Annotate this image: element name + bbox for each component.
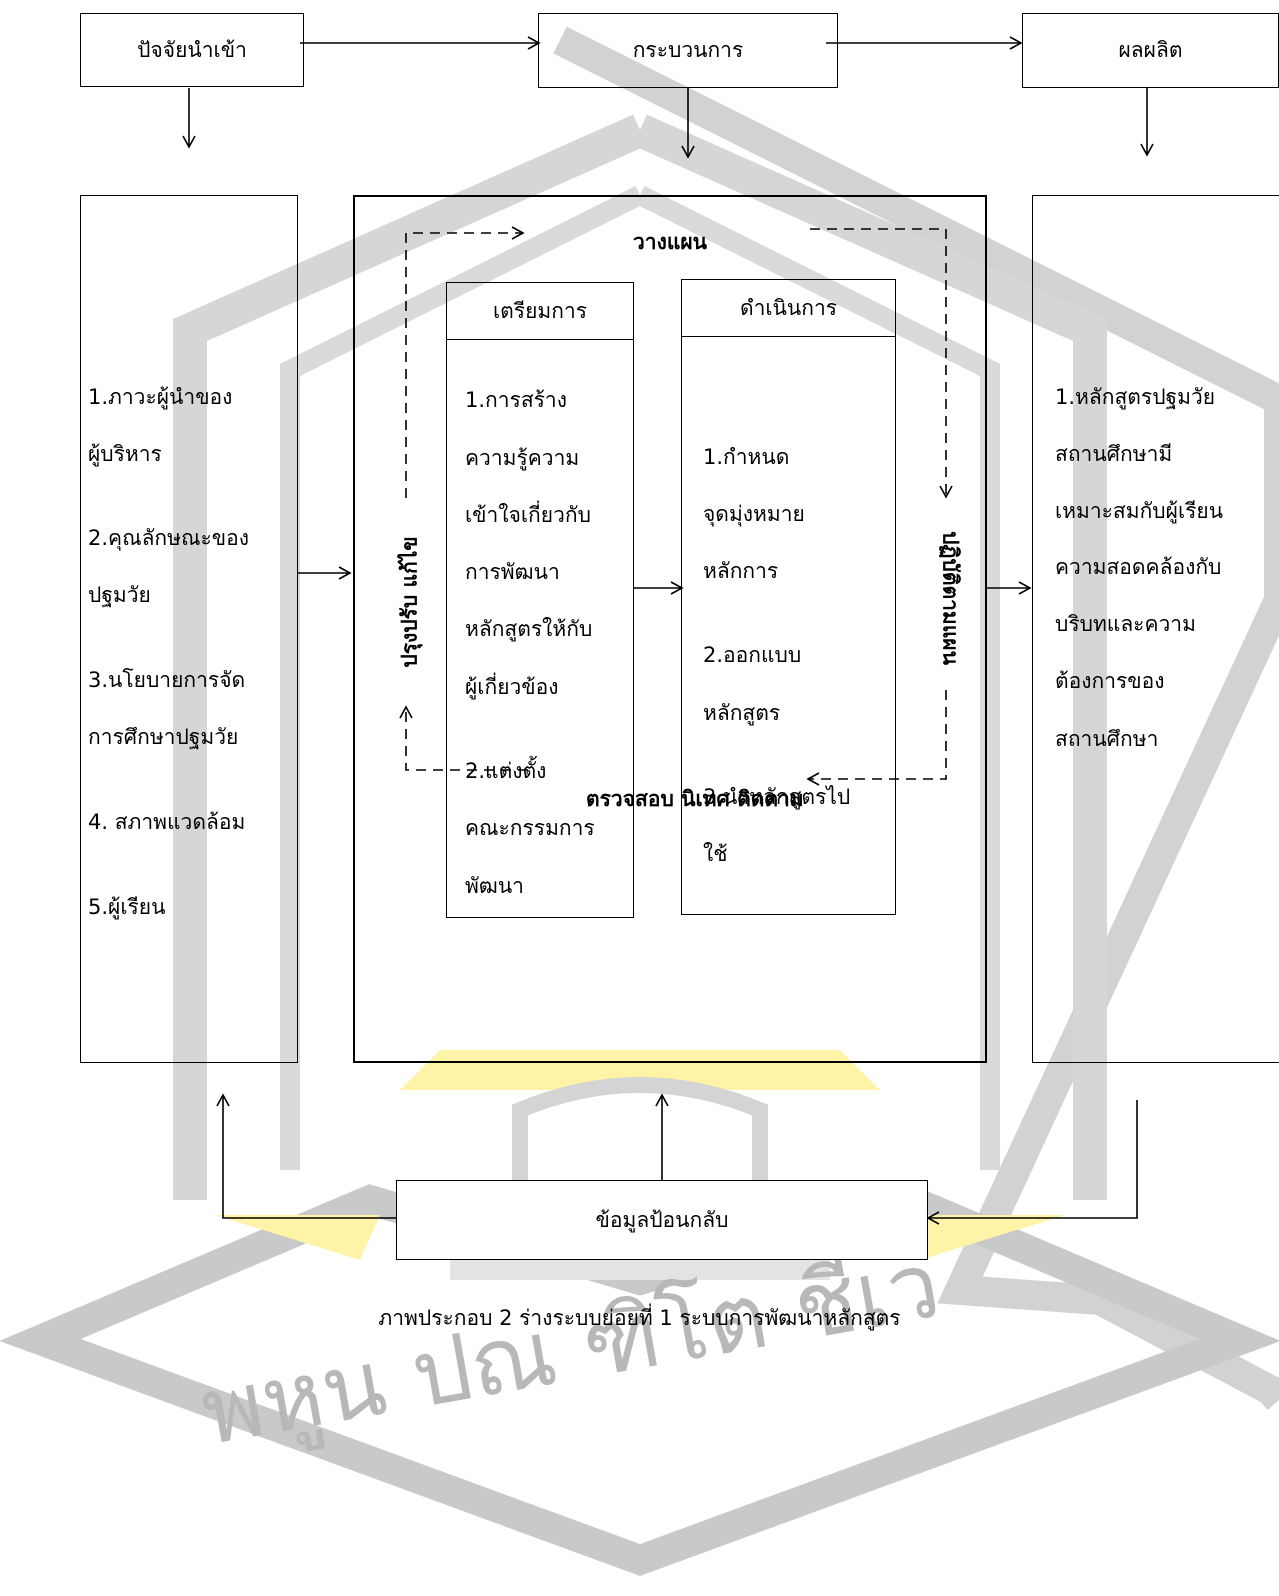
input-item: 1.ภาวะผู้นำของ [88, 383, 232, 411]
implement-box [681, 279, 896, 915]
input-item: 5.ผู้เรียน [88, 893, 165, 921]
implement-title: ดำเนินการ [740, 292, 837, 325]
pdca-do-label: ปฏิบัติตามแผน [934, 531, 967, 665]
input-header-label: ปัจจัยนำเข้า [137, 34, 247, 67]
prepare-line: 2.แต่งตั้ง [465, 757, 546, 785]
prepare-line: 1.การสร้าง [465, 386, 567, 414]
implement-line: 2.ออกแบบ [703, 641, 801, 669]
prepare-line: เข้าใจเกี่ยวกับ [465, 501, 591, 529]
prepare-title-box: เตรียมการ [446, 282, 634, 340]
pdca-act-label: ปรุงปรับ แก้ไข [394, 536, 427, 667]
feedback-label: ข้อมูลป้อนกลับ [596, 1204, 729, 1237]
prepare-line: ผู้เกี่ยวข้อง [465, 673, 559, 701]
implement-line: จุดมุ่งหมาย [703, 500, 805, 528]
prepare-line: การพัฒนา [465, 558, 560, 586]
output-item: ความสอดคล้องกับ [1055, 553, 1221, 581]
output-item: สถานศึกษา [1055, 725, 1158, 753]
input-item: ปฐมวัย [88, 581, 151, 609]
output-item: บริบทและความ [1055, 610, 1196, 638]
process-header-label: กระบวนการ [633, 34, 744, 67]
feedback-box: ข้อมูลป้อนกลับ [396, 1180, 928, 1260]
input-item: 4. สภาพแวดล้อม [88, 808, 245, 836]
output-item: สถานศึกษามี [1055, 440, 1172, 468]
feedback-from-output [928, 1100, 1137, 1218]
implement-line: หลักการ [703, 557, 778, 585]
inputs-box [80, 195, 298, 1063]
implement-line: 1.กำหนด [703, 443, 789, 471]
output-item: 1.หลักสูตรปฐมวัย [1055, 383, 1215, 411]
process-header-box: กระบวนการ [538, 13, 838, 88]
pdca-plan-label: วางแผน [633, 228, 707, 256]
figure-caption: ภาพประกอบ 2 ร่างระบบย่อยที่ 1 ระบบการพัฒ… [0, 1302, 1279, 1335]
prepare-title: เตรียมการ [493, 295, 587, 328]
implement-title-box: ดำเนินการ [681, 279, 896, 337]
implement-line: ใช้ [703, 840, 728, 868]
input-item: 2.คุณลักษณะของ [88, 524, 249, 552]
output-header-label: ผลผลิต [1119, 34, 1183, 67]
prepare-line: พัฒนา [465, 872, 524, 900]
implement-line: 3.นำหลักสูตรไป [703, 783, 850, 811]
prepare-line: ความรู้ความ [465, 444, 579, 472]
input-header-box: ปัจจัยนำเข้า [80, 13, 304, 87]
implement-line: หลักสูตร [703, 699, 780, 727]
output-item: เหมาะสมกับผู้เรียน [1055, 497, 1223, 525]
input-item: ผู้บริหาร [88, 440, 162, 468]
prepare-line: คณะกรรมการ [465, 814, 595, 842]
output-header-box: ผลผลิต [1022, 13, 1279, 88]
feedback-to-input [223, 1095, 396, 1218]
input-item: 3.นโยบายการจัด [88, 666, 245, 694]
input-item: การศึกษาปฐมวัย [88, 723, 238, 751]
prepare-line: หลักสูตรให้กับ [465, 615, 592, 643]
output-item: ต้องการของ [1055, 667, 1165, 695]
